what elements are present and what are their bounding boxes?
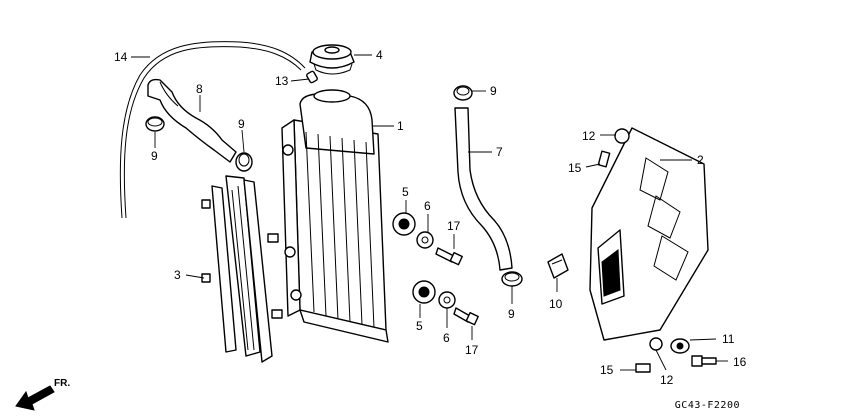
collar-upper: [416, 231, 434, 249]
drawing-code: GC43-F2200: [675, 400, 740, 411]
bolt-15-upper: [597, 150, 611, 168]
callout-3: 3: [174, 268, 181, 282]
front-indicator-label: FR.: [54, 378, 70, 389]
callout-5-upper: 5: [402, 185, 409, 199]
radiator-shroud-right: [589, 127, 709, 341]
overflow-tube: [119, 41, 306, 219]
hose-clamp-upper-mid: [235, 152, 253, 172]
callout-14: 14: [114, 50, 128, 64]
hose-clamp-upper-left: [145, 116, 165, 132]
callout-12-upper: 12: [582, 129, 596, 143]
radiator-grille-left: [201, 175, 283, 363]
hose-clamp-bracket: [547, 253, 569, 279]
callout-12-lower: 12: [660, 373, 674, 387]
callout-15-lower: 15: [600, 363, 614, 377]
callout-17-upper: 17: [447, 219, 461, 233]
grommet-upper: [392, 212, 416, 236]
hose-clamp-top-right: [453, 85, 473, 101]
callout-17-lower: 17: [465, 343, 479, 357]
tube-clip: [306, 70, 318, 84]
grommet-11: [670, 338, 690, 354]
callout-6-lower: 6: [443, 331, 450, 345]
callout-6-upper: 6: [424, 199, 431, 213]
bolt-upper: [435, 247, 463, 266]
callout-9-upper-left: 9: [151, 149, 158, 163]
callout-9-top-right: 9: [490, 84, 497, 98]
callout-1: 1: [397, 119, 404, 133]
radiator-cap: [309, 44, 355, 75]
bolt-lower: [453, 307, 479, 326]
callout-11: 11: [722, 332, 735, 346]
callout-10: 10: [549, 297, 563, 311]
bolt-15-lower: [635, 363, 651, 373]
callout-13: 13: [275, 74, 289, 88]
callout-9-lower-right: 9: [508, 307, 515, 321]
callout-labels: 14 4 13 8 9 9 9 9 1 7 12 2 15 5 6 17 3 1…: [114, 48, 747, 387]
grommet-lower: [412, 280, 436, 304]
bolt-16: [691, 355, 717, 367]
callout-15-upper: 15: [568, 161, 582, 175]
callout-2: 2: [697, 153, 704, 167]
callout-7: 7: [496, 145, 503, 159]
lower-radiator-hose: [454, 107, 513, 271]
callout-9-upper-mid: 9: [238, 117, 245, 131]
callout-4: 4: [376, 48, 383, 62]
leader-lines: [131, 54, 728, 371]
callout-8: 8: [196, 82, 203, 96]
washer-lower: [649, 337, 663, 351]
callout-16: 16: [733, 355, 747, 369]
callout-5-lower: 5: [416, 319, 423, 333]
front-direction-indicator: FR.: [15, 378, 70, 411]
upper-radiator-hose: [147, 78, 237, 163]
collar-lower: [438, 291, 456, 309]
radiator-core: [281, 89, 389, 343]
washer-upper: [614, 128, 630, 144]
hose-clamp-lower-right: [501, 271, 523, 287]
